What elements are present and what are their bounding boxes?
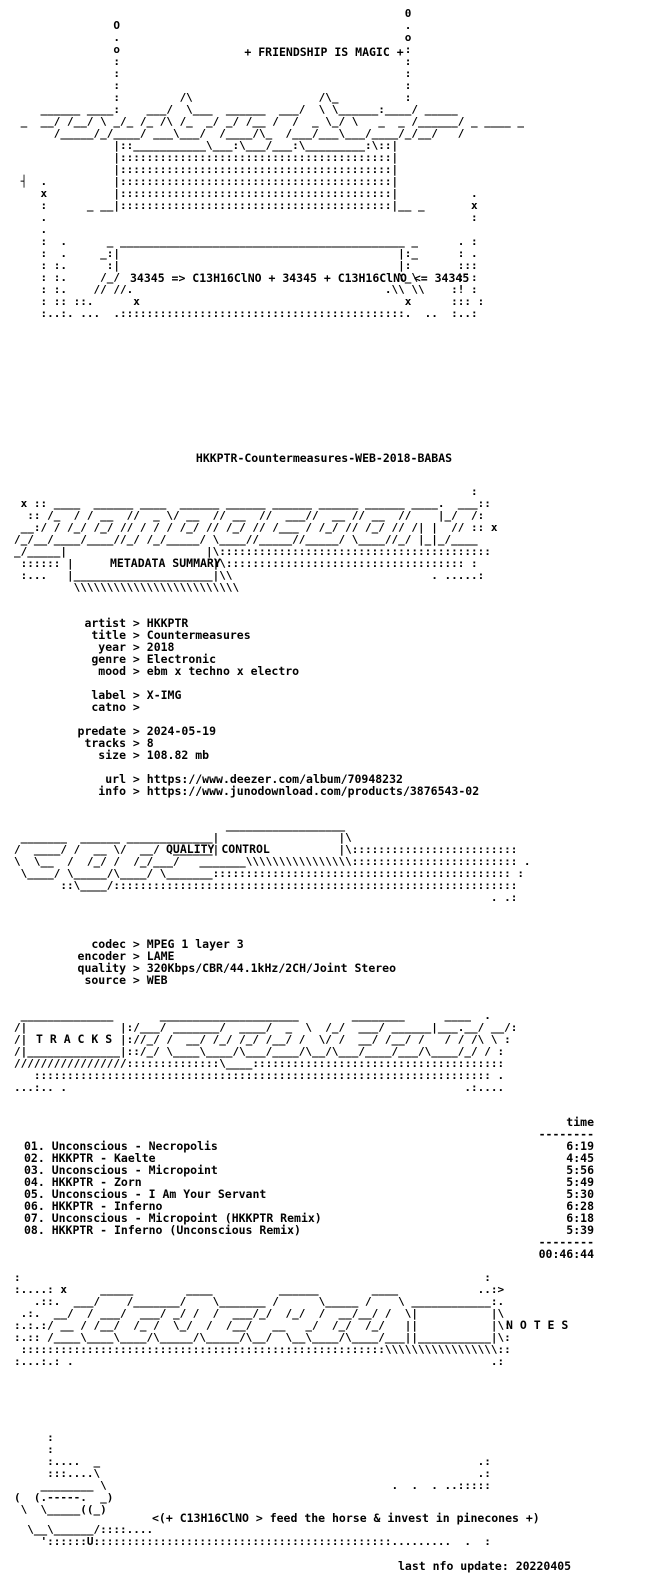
url-value: https://www.deezer.com/album/70948232 — [146, 772, 403, 786]
info-value: https://www.junodownload.com/products/38… — [146, 784, 480, 798]
track-time: 5:39 — [566, 1223, 594, 1237]
artist-label: artist — [84, 616, 126, 630]
source-value: WEB — [146, 973, 168, 987]
quality-label: quality — [77, 961, 126, 975]
track-time: 6:18 — [566, 1211, 594, 1225]
codec-label: codec — [91, 937, 126, 951]
quality-section-title: QUALITY CONTROL — [166, 842, 270, 856]
tracks-section-title: T R A C K S — [36, 1032, 113, 1046]
time-header-rule: -------- — [538, 1127, 594, 1141]
track-row: 06. HKKPTR - Inferno 6:28 — [24, 1200, 594, 1212]
footer-base-art: \__\______/::::.... '::::::U::::::::::::… — [27, 1524, 491, 1548]
track-row: 04. HKKPTR - Zorn 5:49 — [24, 1176, 594, 1188]
track-time: 6:28 — [566, 1199, 594, 1213]
track-time: 5:56 — [566, 1163, 594, 1177]
quality-list: codec > MPEG 1 layer 3 encoder > LAME qu… — [56, 937, 397, 987]
year-label: year — [98, 640, 126, 654]
tracks-label: tracks — [84, 736, 126, 750]
footer-tagline: <(+ C13H16ClNO > feed the horse & invest… — [152, 1511, 540, 1525]
metadata-section-title: METADATA SUMMARY — [110, 556, 221, 570]
track-time: 5:49 — [566, 1175, 594, 1189]
label-value: X-IMG — [146, 688, 182, 702]
total-rule: -------- — [538, 1235, 594, 1249]
track-title: 01. Unconscious - Necropolis — [24, 1139, 218, 1153]
track-row: 03. Unconscious - Micropoint 5:56 — [24, 1164, 594, 1176]
track-title: 07. Unconscious - Micropoint (HKKPTR Rem… — [24, 1211, 322, 1225]
metadata-banner-art: : x :: ____ ______ ____ ______ ______ __… — [14, 486, 498, 594]
slogan: + FRIENDSHIP IS MAGIC + — [244, 45, 404, 59]
track-time: 4:45 — [566, 1151, 594, 1165]
track-row: 02. HKKPTR - Kaelte 4:45 — [24, 1152, 594, 1164]
last-update: last nfo update: 20220405 — [398, 1559, 572, 1573]
info-label: info — [98, 784, 126, 798]
track-row: 08. HKKPTR - Inferno (Unconscious Remix)… — [24, 1224, 594, 1236]
title-label: title — [91, 628, 126, 642]
genre-label: genre — [91, 652, 126, 666]
genre-value: Electronic — [146, 652, 217, 666]
track-row: 05. Unconscious - I Am Your Servant 5:30 — [24, 1188, 594, 1200]
track-title: 06. HKKPTR - Inferno — [24, 1199, 163, 1213]
predate-label: predate — [77, 724, 126, 738]
year-value: 2018 — [146, 640, 175, 654]
tracks-banner-art: ______________ _____________________ ___… — [14, 1010, 518, 1094]
track-time: 6:19 — [566, 1139, 594, 1153]
codec-value: MPEG 1 layer 3 — [146, 937, 244, 951]
track-title: 08. HKKPTR - Inferno (Unconscious Remix) — [24, 1223, 301, 1237]
metadata-list: artist > HKKPTR title > Countermeasures … — [56, 616, 480, 798]
total-time: 00:46:44 — [538, 1247, 594, 1261]
size-label: size — [98, 748, 126, 762]
track-time: 5:30 — [566, 1187, 594, 1201]
notes-banner-art: : : :....: x _____ ____ ______ ____ ..:>… — [14, 1272, 511, 1368]
notes-section-title: N O T E S — [506, 1318, 569, 1332]
formula: 34345 => C13H16ClNO + 34345 + C13H16ClNO… — [130, 271, 470, 285]
track-title: 03. Unconscious - Micropoint — [24, 1163, 218, 1177]
mood-label: mood — [98, 664, 126, 678]
track-row: 07. Unconscious - Micropoint (HKKPTR Rem… — [24, 1212, 594, 1224]
track-title: 05. Unconscious - I Am Your Servant — [24, 1187, 267, 1201]
size-value: 108.82 mb — [146, 748, 210, 762]
quality-value: 320Kbps/CBR/44.1kHz/2CH/Joint Stereo — [146, 961, 397, 975]
mood-value: ebm x techno x electro — [146, 664, 300, 678]
track-title: 04. HKKPTR - Zorn — [24, 1175, 142, 1189]
label-label: label — [91, 688, 126, 702]
quality-banner-art: __________________ _______ ______ ______… — [14, 820, 531, 904]
artist-value: HKKPTR — [146, 616, 189, 630]
castle-ascii-art: 0 O . . o o : — [20, 8, 524, 320]
url-label: url — [105, 772, 126, 786]
catno-label: catno — [91, 700, 126, 714]
tracklist: time -------- 01. Unconscious - Necropol… — [24, 1116, 594, 1260]
predate-value: 2024-05-19 — [146, 724, 217, 738]
time-header: time — [566, 1115, 594, 1129]
source-label: source — [84, 973, 126, 987]
footer-horse-art: : : :.... _ .: :::....\ .: ________ \ — [14, 1432, 491, 1516]
track-row: 01. Unconscious - Necropolis 6:19 — [24, 1140, 594, 1152]
tracks-value: 8 — [146, 736, 154, 750]
encoder-label: encoder — [77, 949, 126, 963]
encoder-value: LAME — [146, 949, 175, 963]
title-value: Countermeasures — [146, 628, 251, 642]
track-title: 02. HKKPTR - Kaelte — [24, 1151, 156, 1165]
release-name: HKKPTR-Countermeasures-WEB-2018-BABAS — [195, 451, 453, 465]
